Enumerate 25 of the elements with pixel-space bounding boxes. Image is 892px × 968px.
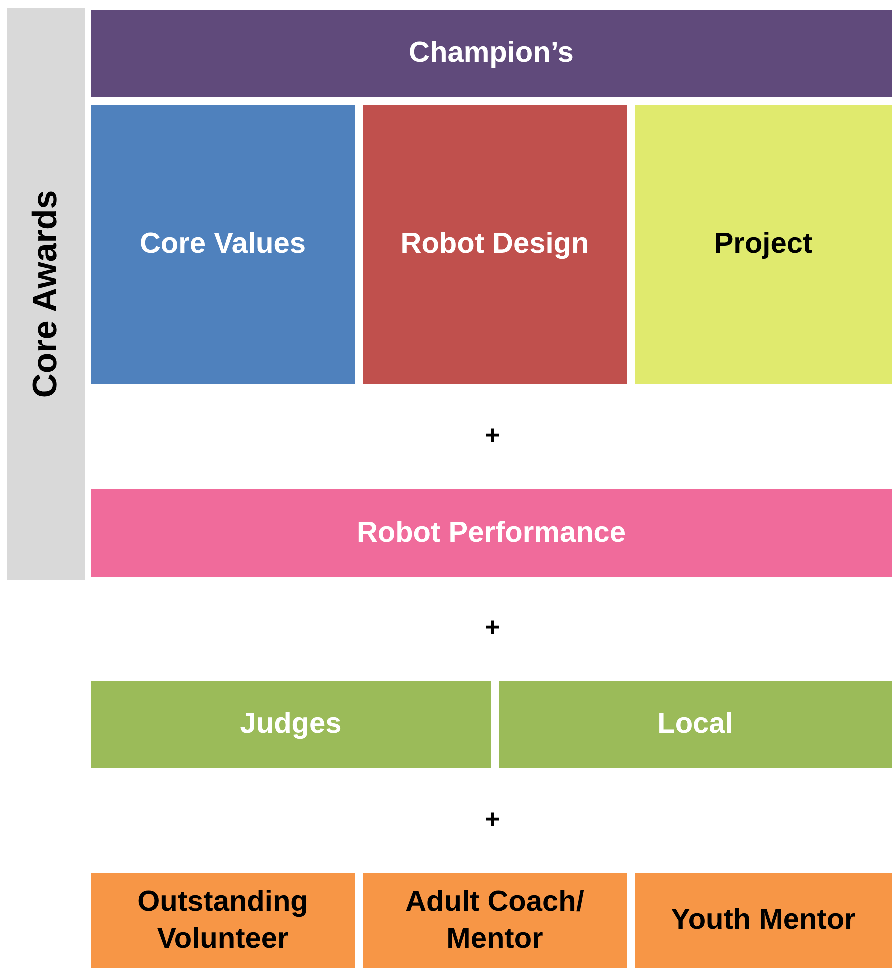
plus-sign: + [485,420,500,451]
award-name: Adult Coach/ Mentor [404,885,586,956]
award-name: Local [656,707,734,742]
award-block [91,10,892,97]
award-block [635,873,892,968]
plus-sign: + [485,612,500,643]
award-name: Outstanding Volunteer [136,885,310,956]
award-name: Champion’s [408,36,575,72]
plus-sign: + [485,804,500,835]
category-band [7,8,85,580]
award-block [91,489,892,577]
award-block [499,681,892,768]
award-block [91,681,491,768]
award-name: Project [713,227,814,262]
category-title: Core Awards [26,189,66,400]
award-name: Core Values [138,227,308,262]
award-block [91,105,355,384]
award-name: Judges [239,707,343,742]
award-block [635,105,892,384]
award-block [91,873,355,968]
award-name: Youth Mentor [670,903,857,938]
award-block [363,873,627,968]
award-block [363,105,627,384]
award-name: Robot Design [400,227,590,262]
award-name: Robot Performance [356,516,628,551]
